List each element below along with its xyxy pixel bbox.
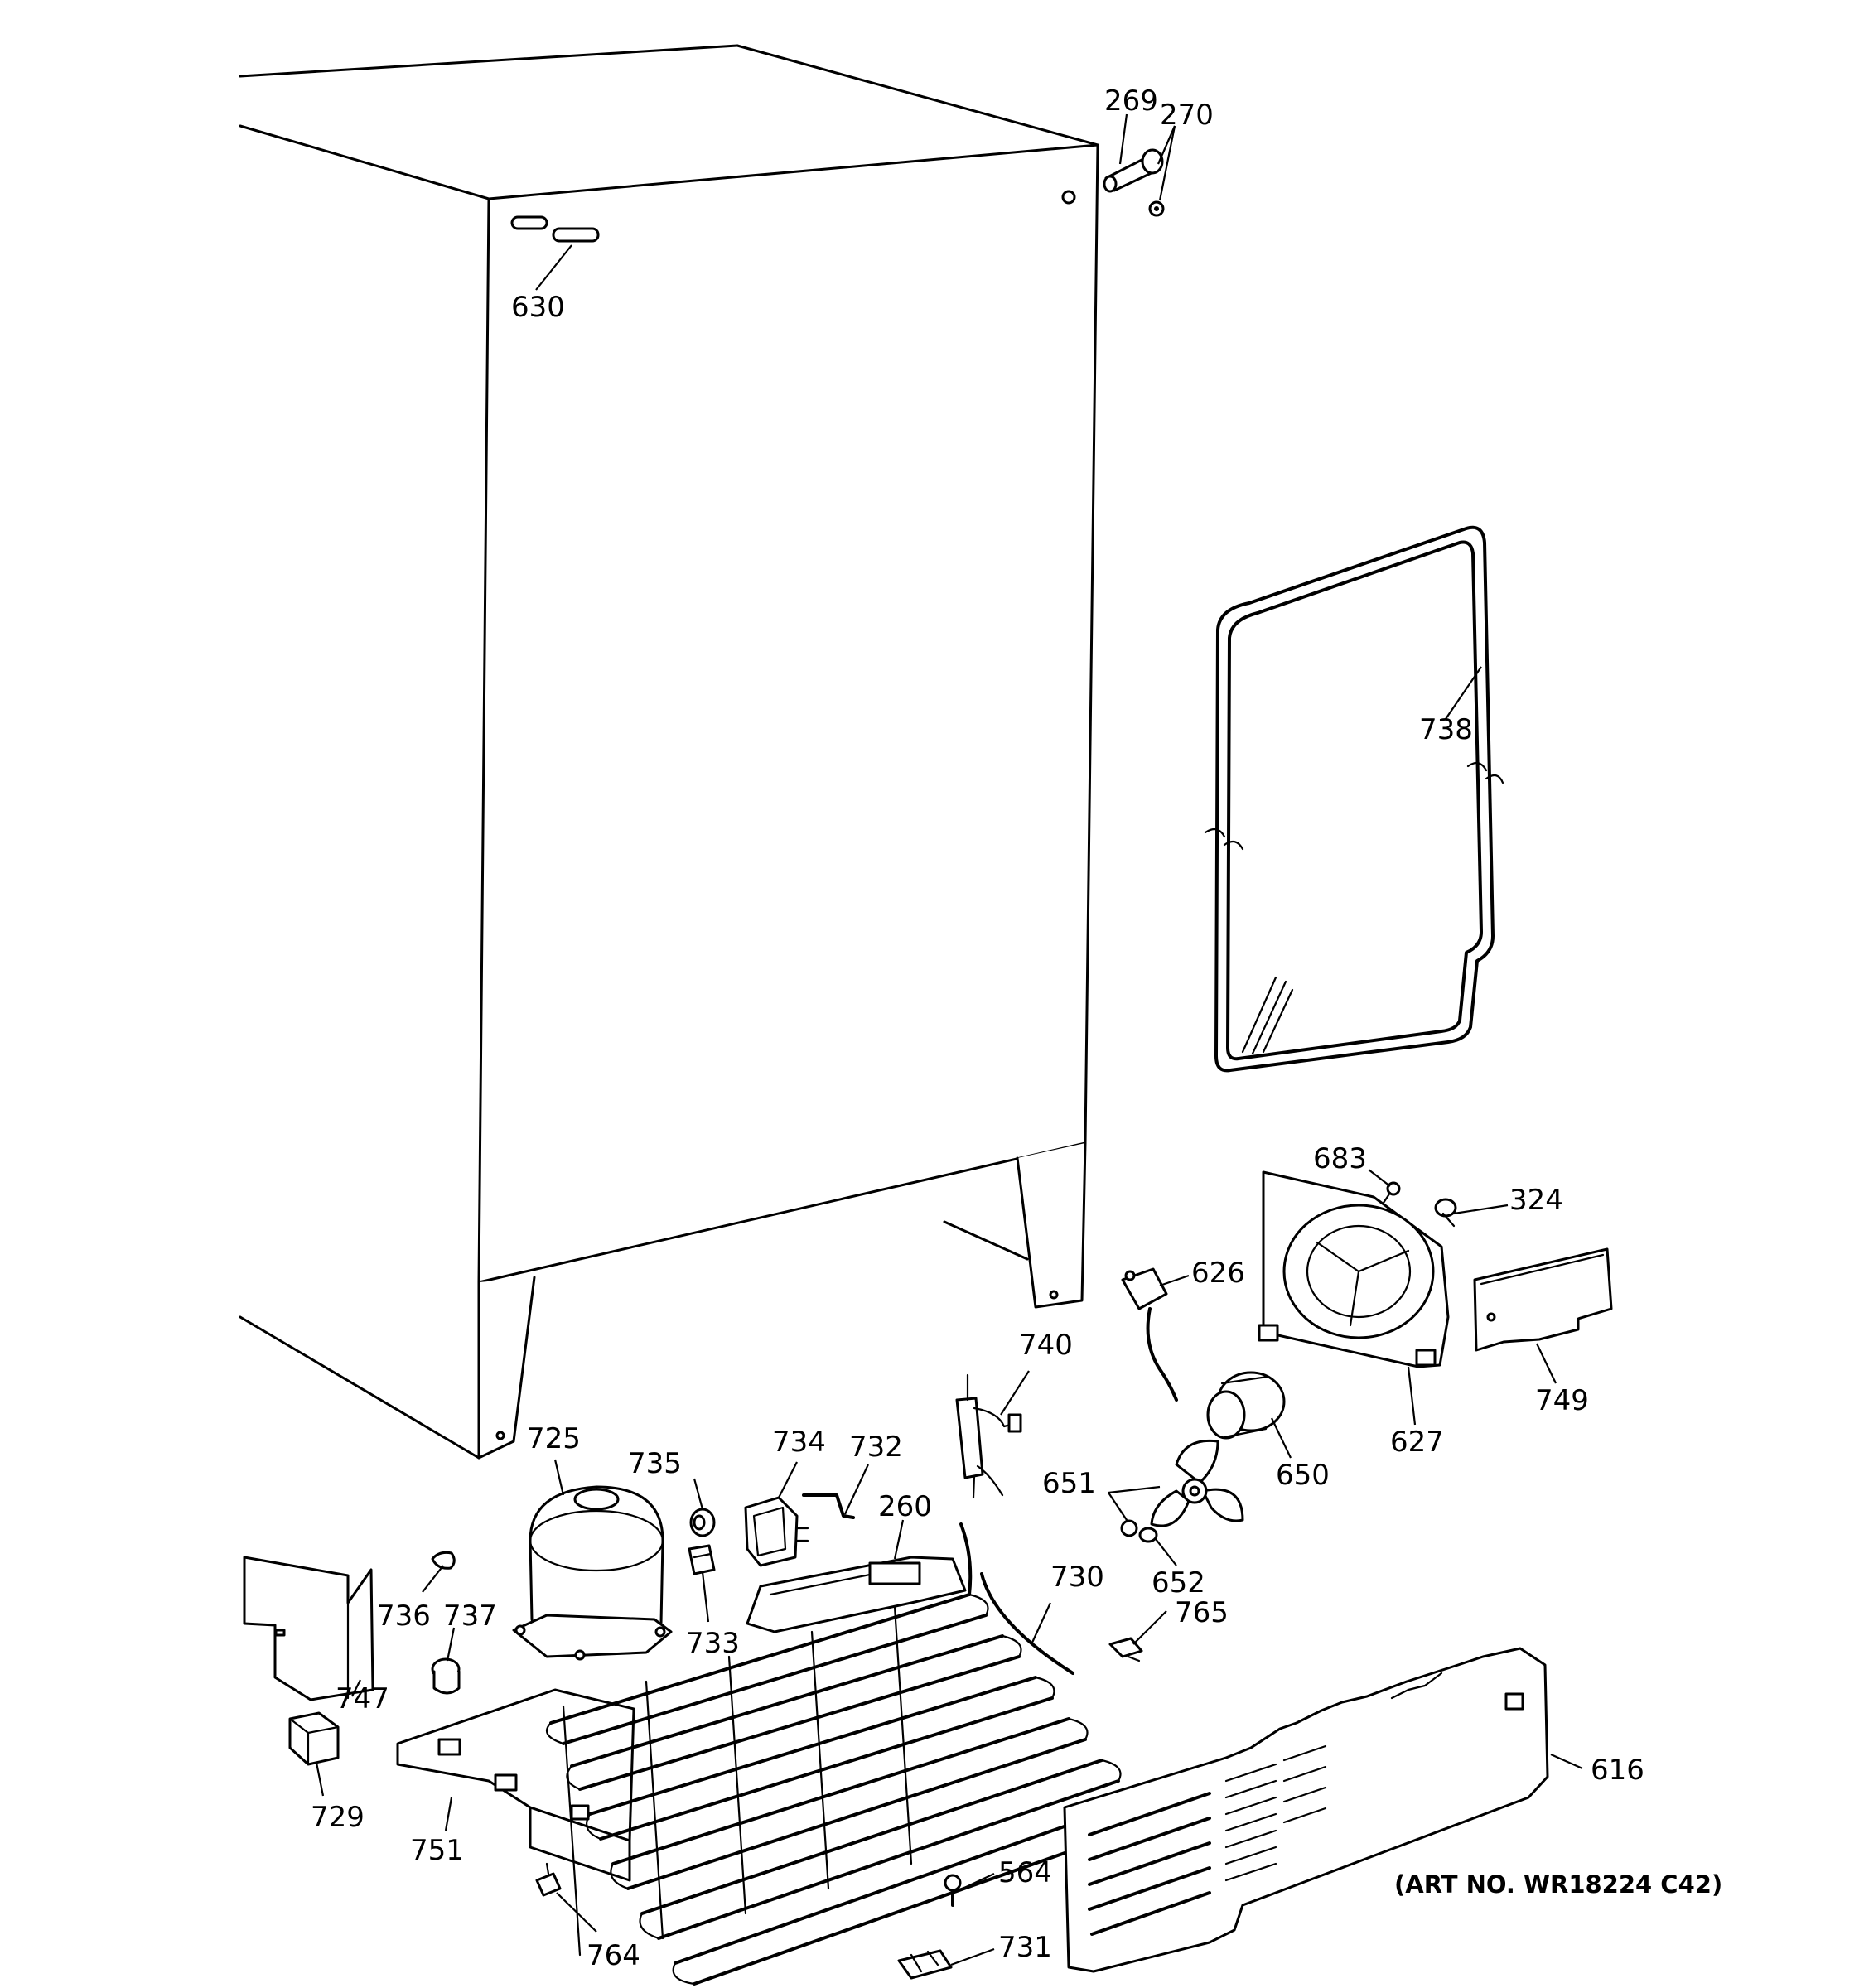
- callout-732: 732: [849, 1431, 903, 1464]
- callout-736: 736: [377, 1600, 431, 1633]
- callout-324: 324: [1509, 1184, 1563, 1217]
- art-number: (ART NO. WR18224 C42): [1394, 1870, 1722, 1899]
- callout-730: 730: [1050, 1561, 1104, 1594]
- callout-737: 737: [443, 1600, 497, 1633]
- clip-324: [1434, 1198, 1457, 1228]
- component-740: [955, 1373, 1022, 1499]
- grille-616: [1063, 1647, 1549, 1973]
- heater-loop: [1204, 525, 1504, 1073]
- callout-683: 683: [1313, 1142, 1367, 1175]
- callout-270: 270: [1160, 99, 1214, 132]
- clip-764: [535, 1862, 562, 1897]
- callout-725: 725: [527, 1422, 581, 1455]
- callout-564: 564: [998, 1856, 1052, 1889]
- callout-738: 738: [1419, 713, 1473, 746]
- fan-motor: [1206, 1371, 1286, 1440]
- callout-734: 734: [772, 1426, 826, 1459]
- callout-747: 747: [336, 1682, 389, 1715]
- fan-blade: [1150, 1439, 1244, 1527]
- overload-734: [744, 1496, 809, 1567]
- condenser-coil: [545, 1522, 1155, 1986]
- callout-labels: 269 270 630 738 683 324 626 740 749 627 …: [311, 84, 1644, 1972]
- power-cord: [1121, 1267, 1178, 1402]
- callout-733: 733: [686, 1627, 740, 1660]
- callout-652: 652: [1152, 1566, 1205, 1600]
- callout-650: 650: [1276, 1459, 1330, 1492]
- callout-731: 731: [998, 1931, 1052, 1964]
- cover-box-747: [243, 1556, 374, 1701]
- callout-749: 749: [1535, 1384, 1589, 1417]
- callout-626: 626: [1191, 1257, 1245, 1290]
- callout-729: 729: [311, 1801, 365, 1834]
- callout-651: 651: [1042, 1467, 1096, 1500]
- base-pan: [396, 1688, 635, 1882]
- clip-736: [431, 1551, 456, 1570]
- compressor: [512, 1485, 673, 1661]
- callout-630: 630: [511, 291, 565, 324]
- nut-651: [1120, 1519, 1138, 1537]
- clip-731: [897, 1949, 953, 1980]
- drain-pan-260: [746, 1556, 967, 1633]
- cover-plate: [1473, 1247, 1613, 1352]
- callout-740: 740: [1019, 1329, 1073, 1362]
- callout-616: 616: [1591, 1754, 1644, 1787]
- callout-269: 269: [1104, 84, 1158, 118]
- callout-735: 735: [628, 1447, 682, 1480]
- callout-764: 764: [587, 1939, 640, 1972]
- screw-683: [1382, 1181, 1401, 1204]
- callout-765: 765: [1175, 1596, 1229, 1629]
- relay-729: [288, 1711, 340, 1766]
- callout-751: 751: [410, 1834, 464, 1867]
- refrigerator-cabinet: [239, 44, 1099, 1460]
- leader-lines: [315, 113, 1583, 1966]
- grommet-735: [689, 1508, 716, 1537]
- callout-260: 260: [878, 1490, 932, 1523]
- clip-732: [802, 1493, 855, 1519]
- screw-564: [944, 1874, 962, 1907]
- relay-733: [688, 1544, 716, 1575]
- washer-652: [1138, 1527, 1158, 1543]
- hinge-pin-assembly: [1103, 148, 1165, 217]
- callout-627: 627: [1390, 1426, 1444, 1459]
- grommet-737: [431, 1657, 461, 1695]
- fan-shroud: [1258, 1170, 1450, 1368]
